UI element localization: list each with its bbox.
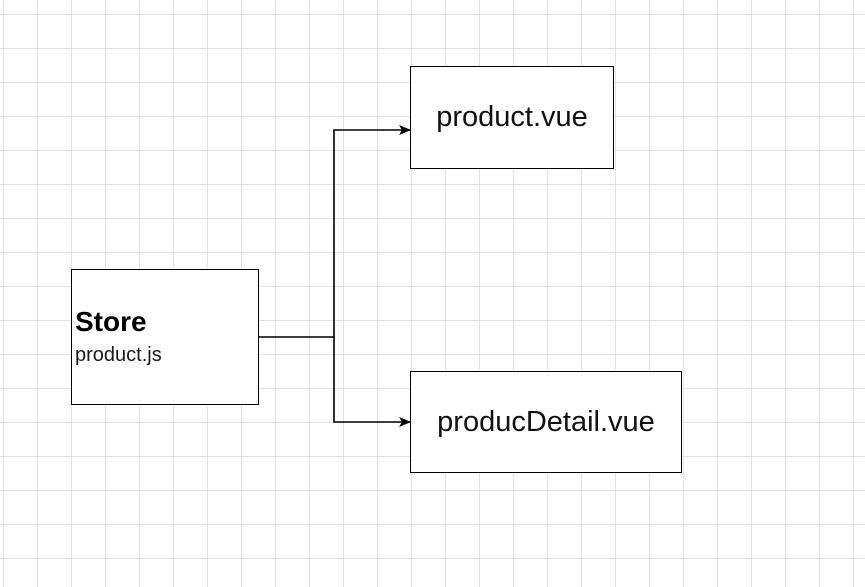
product-detail-vue-node[interactable]: producDetail.vue — [410, 371, 682, 473]
store-node[interactable]: Store product.js — [71, 269, 259, 405]
product-vue-label: product.vue — [436, 101, 588, 133]
product-detail-vue-label: producDetail.vue — [437, 405, 655, 438]
store-subtitle: product.js — [75, 344, 162, 366]
edge-store-to-product — [259, 125, 411, 338]
store-title: Store — [75, 306, 147, 337]
product-vue-node[interactable]: product.vue — [410, 66, 614, 169]
edge-store-to-detail — [333, 337, 411, 427]
